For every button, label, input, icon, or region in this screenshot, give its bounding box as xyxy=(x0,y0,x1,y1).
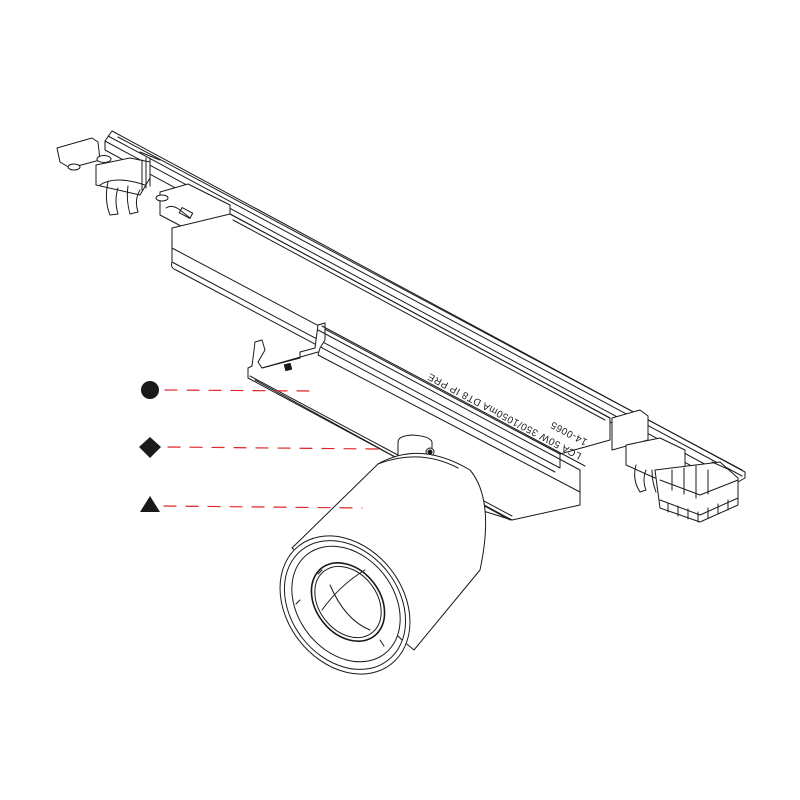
left-adapter-clip xyxy=(56,137,161,216)
spotlight-body xyxy=(279,452,487,675)
leader-line-circle xyxy=(164,389,311,392)
leader-line-diamond xyxy=(167,446,379,450)
leader-line-triangle xyxy=(163,505,363,509)
leader-lines xyxy=(163,389,379,509)
diamond-marker-icon xyxy=(139,437,161,458)
circle-marker-icon xyxy=(141,381,159,399)
right-adapter-clip xyxy=(611,409,739,523)
legend-markers xyxy=(139,381,161,512)
driver-housing xyxy=(171,213,611,473)
triangle-marker-icon xyxy=(140,496,160,512)
